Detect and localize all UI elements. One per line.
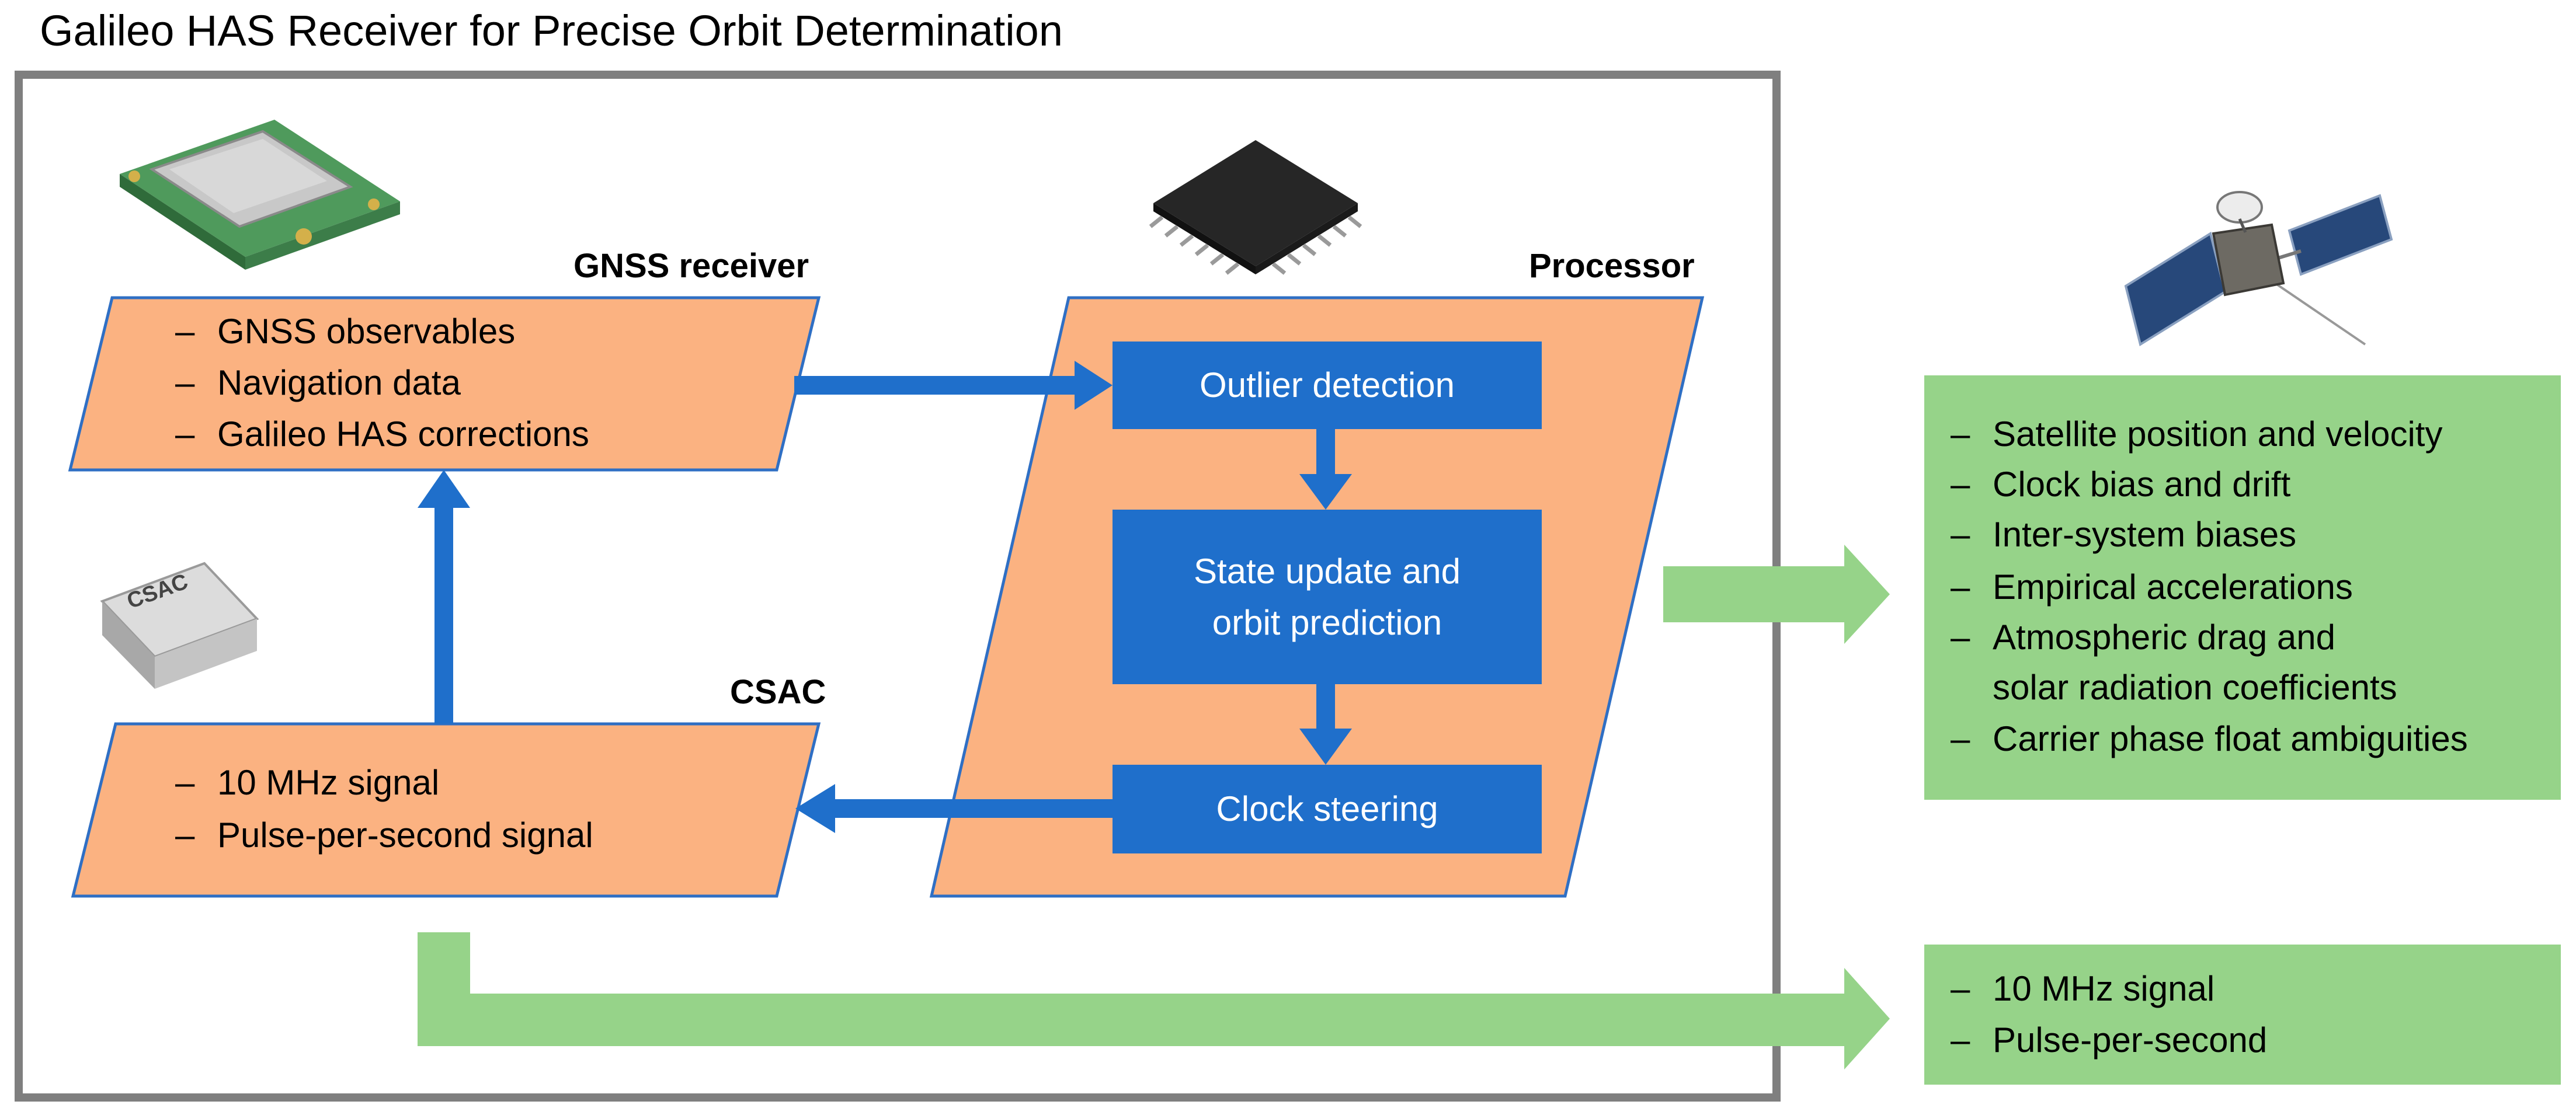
csac-label: CSAC <box>730 673 826 711</box>
gnss-receiver-item: –Navigation data <box>175 363 461 402</box>
gnss-receiver-item: –Galileo HAS corrections <box>175 414 589 454</box>
signals-output-box <box>1924 945 2561 1085</box>
estimate-item-continuation: solar radiation coefficients <box>1993 668 2397 707</box>
diagram-title: Galileo HAS Receiver for Precise Orbit D… <box>40 6 1063 55</box>
satellite-icon <box>2124 191 2393 347</box>
state-update-line: orbit prediction <box>1212 602 1442 642</box>
gnss-receiver-block <box>68 296 821 472</box>
processor-label: Processor <box>1529 247 1695 285</box>
state-update-step: State update and orbit prediction <box>1113 510 1542 684</box>
csac-item: –Pulse-per-second signal <box>175 816 593 855</box>
gnss-to-outlier-arrow <box>794 361 1113 410</box>
clock-steering-step: Clock steering <box>1113 765 1542 853</box>
gnss-receiver-item: –GNSS observables <box>175 312 516 351</box>
gnss-receiver-board-icon <box>120 120 400 270</box>
gnss-receiver-label: GNSS receiver <box>573 247 809 285</box>
outlier-to-state-arrow <box>1299 429 1352 510</box>
csac-module-icon <box>100 562 259 689</box>
signal-item: –Pulse-per-second <box>1951 1020 2268 1060</box>
estimate-item: –Clock bias and drift <box>1951 465 2291 504</box>
csac-block <box>71 722 821 898</box>
state-update-line: State update and <box>1193 551 1461 591</box>
estimates-output-arrow <box>1663 545 1890 644</box>
csac-item: –10 MHz signal <box>175 763 440 802</box>
estimate-item: –Inter-system biases <box>1951 515 2297 554</box>
state-to-clock-arrow <box>1299 684 1352 765</box>
processor-chip-icon <box>1149 140 1362 275</box>
signals-output-arrow <box>418 932 1890 1069</box>
outlier-detection-step: Outlier detection <box>1113 342 1542 429</box>
clock-steering-to-csac-arrow <box>795 784 1113 833</box>
estimate-item: –Atmospheric drag and <box>1951 618 2335 657</box>
estimate-item: –Empirical accelerations <box>1951 567 2353 607</box>
estimate-item: –Satellite position and velocity <box>1951 414 2443 454</box>
signal-item: –10 MHz signal <box>1951 969 2215 1008</box>
csac-to-gnss-arrow <box>418 470 470 724</box>
estimate-item: –Carrier phase float ambiguities <box>1951 719 2468 758</box>
estimates-output-box <box>1924 375 2561 800</box>
